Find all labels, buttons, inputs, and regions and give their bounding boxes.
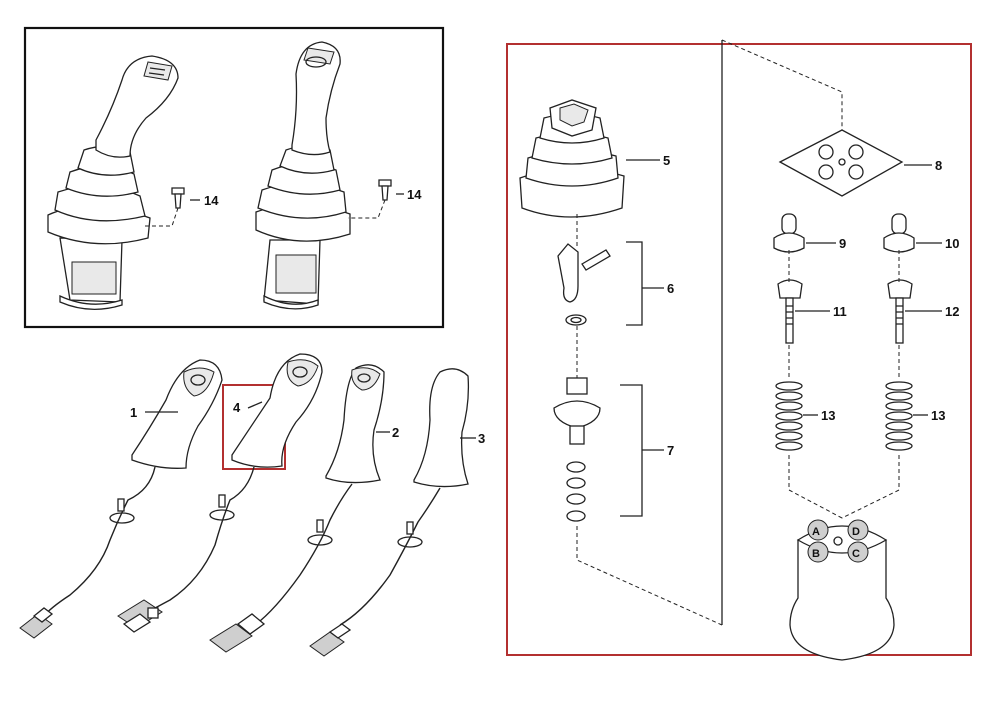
joystick-assembly-right <box>255 41 351 310</box>
callout-14-left: 14 <box>204 193 219 208</box>
cable-handle-1 <box>19 466 156 639</box>
screw-14-right <box>348 179 392 219</box>
plate-part-8 <box>778 129 904 197</box>
cable-handle-3 <box>309 487 441 657</box>
callout-4: 4 <box>233 400 241 415</box>
spring-part-13-right <box>885 381 913 451</box>
stem-part-12 <box>887 279 913 344</box>
handle-2 <box>325 364 385 484</box>
handle-4 <box>231 353 323 468</box>
valve-body <box>789 519 895 661</box>
stem-part-11 <box>777 279 803 344</box>
joystick-assembly-left <box>47 55 179 310</box>
port-label-a: A <box>812 526 820 538</box>
callout-13-right: 13 <box>931 408 945 423</box>
inset-frame <box>23 26 445 329</box>
callout-5: 5 <box>663 153 670 168</box>
handle-3 <box>413 368 470 488</box>
callout-3: 3 <box>478 431 485 446</box>
handle-1 <box>131 359 223 469</box>
boot-part-5 <box>519 99 625 218</box>
cable-handle-4 <box>117 466 255 633</box>
callout-12: 12 <box>945 304 959 319</box>
spring-part-13-left <box>775 381 803 451</box>
port-label-b: B <box>812 548 820 560</box>
pivot-part-7 <box>553 377 601 522</box>
callout-11: 11 <box>833 304 847 319</box>
callout-8: 8 <box>935 158 942 173</box>
lever-part-6 <box>557 243 611 326</box>
cable-handle-2 <box>209 483 353 653</box>
callout-13-left: 13 <box>821 408 835 423</box>
callout-9: 9 <box>839 236 846 251</box>
port-label-d: D <box>852 526 860 538</box>
callout-2: 2 <box>392 425 399 440</box>
callout-14-right: 14 <box>407 187 422 202</box>
callout-10: 10 <box>945 236 959 251</box>
port-label-c: C <box>852 548 860 560</box>
plunger-part-9 <box>773 213 805 253</box>
screw-14-left <box>145 187 185 227</box>
callout-1: 1 <box>130 405 137 420</box>
callout-7: 7 <box>667 443 674 458</box>
plunger-part-10 <box>883 213 915 253</box>
exploded-view-frame <box>506 43 972 656</box>
callout-6: 6 <box>667 281 674 296</box>
